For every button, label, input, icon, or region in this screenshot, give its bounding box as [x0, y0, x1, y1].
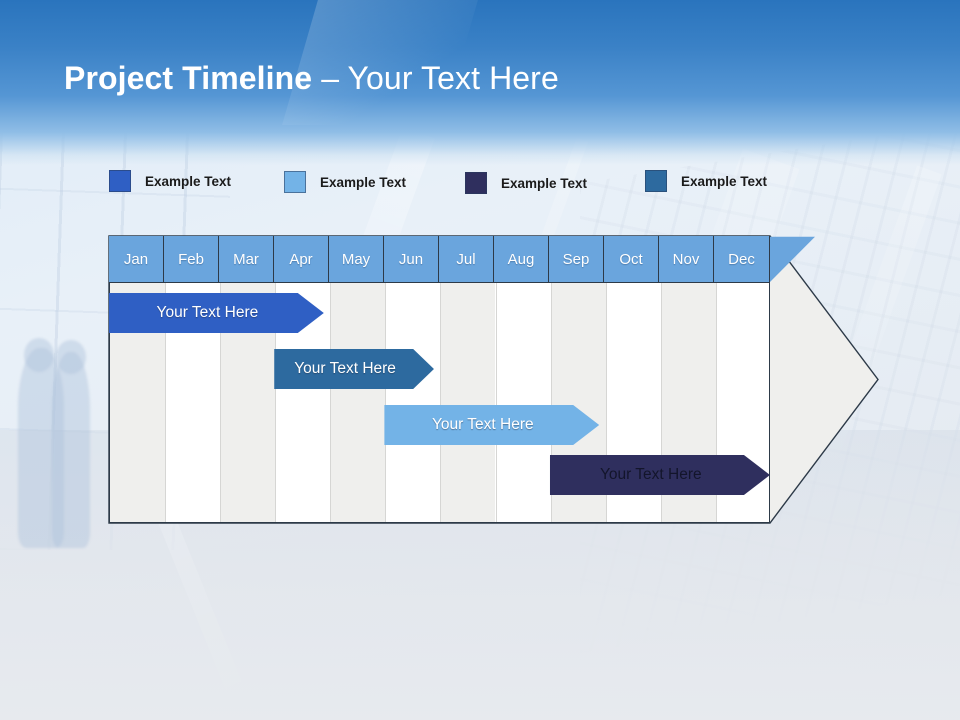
column-divider — [605, 237, 607, 522]
month-header-apr[interactable]: Apr — [274, 236, 329, 282]
timeline-bar-label-2: Your Text Here — [294, 360, 396, 377]
month-header-jun[interactable]: Jun — [384, 236, 439, 282]
month-label: Mar — [233, 250, 259, 268]
silhouette-person-right — [52, 352, 90, 548]
month-header-nov[interactable]: Nov — [659, 236, 714, 282]
legend-swatch-3 — [465, 172, 487, 194]
legend-swatch-4 — [645, 170, 667, 192]
month-header-jul[interactable]: Jul — [439, 236, 494, 282]
timeline-bar-1[interactable]: Your Text Here — [109, 293, 324, 333]
silhouette-head-right — [56, 340, 86, 374]
title-banner — [0, 0, 960, 165]
month-label: Dec — [728, 250, 755, 268]
column-divider — [550, 237, 552, 522]
month-header-row: Jan Feb Mar Apr May Jun Jul Aug Sep Oct Nov Dec — [109, 236, 770, 282]
month-header-sep[interactable]: Sep — [549, 236, 604, 282]
page-title: Project Timeline – Your Text Here — [64, 60, 559, 97]
header-underline — [109, 282, 770, 283]
month-label: Jun — [398, 250, 424, 268]
timeline-column-jan — [110, 237, 165, 522]
month-header-dec[interactable]: Dec — [714, 236, 769, 282]
month-label: Aug — [507, 250, 535, 268]
timeline-bar-2[interactable]: Your Text Here — [274, 349, 434, 389]
month-header-may[interactable]: May — [329, 236, 384, 282]
month-label: Jul — [456, 250, 476, 268]
column-divider — [220, 237, 222, 522]
legend-label-3: Example Text — [501, 175, 588, 191]
month-label: Feb — [178, 250, 204, 268]
page-title-dash: – — [312, 60, 348, 96]
month-label: Apr — [289, 250, 313, 268]
legend-swatch-2 — [284, 171, 306, 193]
page-title-bold: Project Timeline — [64, 60, 313, 96]
timeline-bar-4[interactable]: Your Text Here — [550, 455, 770, 495]
timeline-bar-label-3: Your Text Here — [431, 416, 534, 433]
timeline-bar-label-4: Your Text Here — [599, 466, 702, 483]
month-label: Jan — [123, 250, 149, 268]
month-label: Nov — [672, 250, 700, 268]
timeline-column-jul — [440, 237, 496, 522]
column-divider — [495, 237, 497, 522]
page-title-rest: Your Text Here — [347, 60, 559, 96]
legend-item-3[interactable]: Example Text — [465, 172, 587, 194]
legend-swatch-1 — [109, 170, 131, 192]
column-divider — [440, 237, 442, 522]
month-header-mar[interactable]: Mar — [219, 236, 274, 282]
month-header-feb[interactable]: Feb — [164, 236, 219, 282]
column-divider — [165, 237, 167, 522]
column-divider — [715, 237, 717, 522]
legend-label-1: Example Text — [145, 173, 232, 189]
timeline-bar-label-1: Your Text Here — [156, 304, 259, 321]
month-header-jan[interactable]: Jan — [109, 236, 164, 282]
timeline-column-mar — [220, 237, 276, 522]
legend-item-2[interactable]: Example Text — [284, 171, 406, 193]
month-header-oct[interactable]: Oct — [604, 236, 659, 282]
legend-item-1[interactable]: Example Text — [109, 170, 231, 192]
month-label: Sep — [562, 250, 590, 268]
month-label: May — [341, 250, 371, 268]
timeline-chart: Jan Feb Mar Apr May Jun Jul Aug Sep Oct Nov Dec You… — [108, 235, 879, 524]
silhouette-head-left — [24, 338, 54, 372]
timeline-bar-3[interactable]: Your Text Here — [384, 405, 599, 445]
legend-label-2: Example Text — [320, 174, 407, 190]
silhouette-person-left — [18, 348, 64, 548]
legend-item-4[interactable]: Example Text — [645, 170, 767, 192]
column-divider — [660, 237, 662, 522]
legend-label-4: Example Text — [681, 173, 768, 189]
month-header-aug[interactable]: Aug — [494, 236, 549, 282]
month-label: Oct — [619, 250, 643, 268]
